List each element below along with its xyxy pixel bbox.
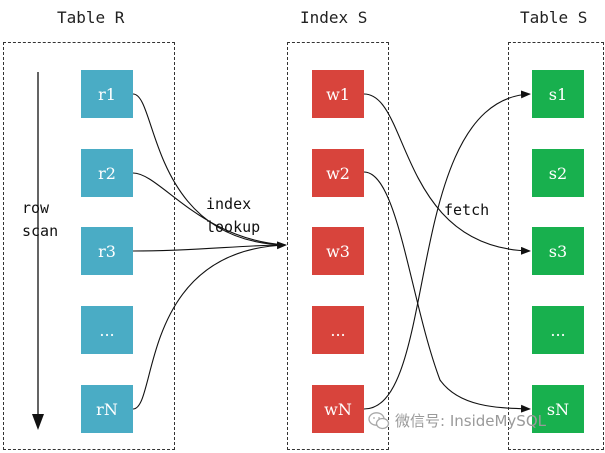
lookup-line-r3: [132, 244, 287, 252]
fetch-line-w1-s3: [363, 93, 531, 255]
row-scan-label-line-2: scan: [22, 222, 59, 240]
table-s-title: Table S: [520, 8, 588, 27]
index-lookup-label-line-2: lookup: [206, 218, 261, 236]
table-r-row-3: r3: [81, 227, 133, 275]
lookup-line-r2: [132, 172, 287, 246]
table-s-row-ellipsis: ...: [532, 306, 584, 354]
row-scan-label-line-1: row: [22, 199, 50, 217]
watermark: 微信号: InsideMySQL: [368, 410, 546, 431]
index-s-title: Index S: [300, 8, 368, 27]
index-s-entry-ellipsis: ...: [312, 306, 364, 354]
fetch-label: fetch: [444, 201, 490, 219]
table-r-row-n: rN: [81, 385, 133, 433]
fetch-line-w2-sN: [363, 171, 531, 413]
table-s-row-n: sN: [532, 385, 584, 433]
fetch-line-wN-s1: [363, 90, 531, 410]
index-lookup-label-line-1: index: [206, 195, 252, 213]
index-s-entry-2: w2: [312, 149, 364, 197]
wechat-icon: [368, 411, 390, 429]
index-s-entry-1: w1: [312, 70, 364, 118]
row-scan-label: row scan: [22, 197, 58, 243]
table-s-row-3: s3: [532, 227, 584, 275]
row-scan-arrowhead: [32, 414, 44, 430]
table-s-row-2: s2: [532, 149, 584, 197]
table-s-row-1: s1: [532, 70, 584, 118]
index-s-frame: [287, 42, 389, 450]
watermark-text: 微信号: InsideMySQL: [395, 412, 546, 430]
lookup-line-r1: [132, 93, 287, 246]
table-r-row-1: r1: [81, 70, 133, 118]
index-s-entry-n: wN: [312, 385, 364, 433]
table-r-row-ellipsis: ...: [81, 306, 133, 354]
index-lookup-label: index lookup: [206, 193, 260, 239]
lookup-line-rN: [132, 241, 287, 410]
table-s-frame: [508, 42, 604, 450]
table-r-title: Table R: [57, 8, 125, 27]
table-r-row-2: r2: [81, 149, 133, 197]
table-r-frame: [3, 42, 175, 450]
index-s-entry-3: w3: [312, 227, 364, 275]
